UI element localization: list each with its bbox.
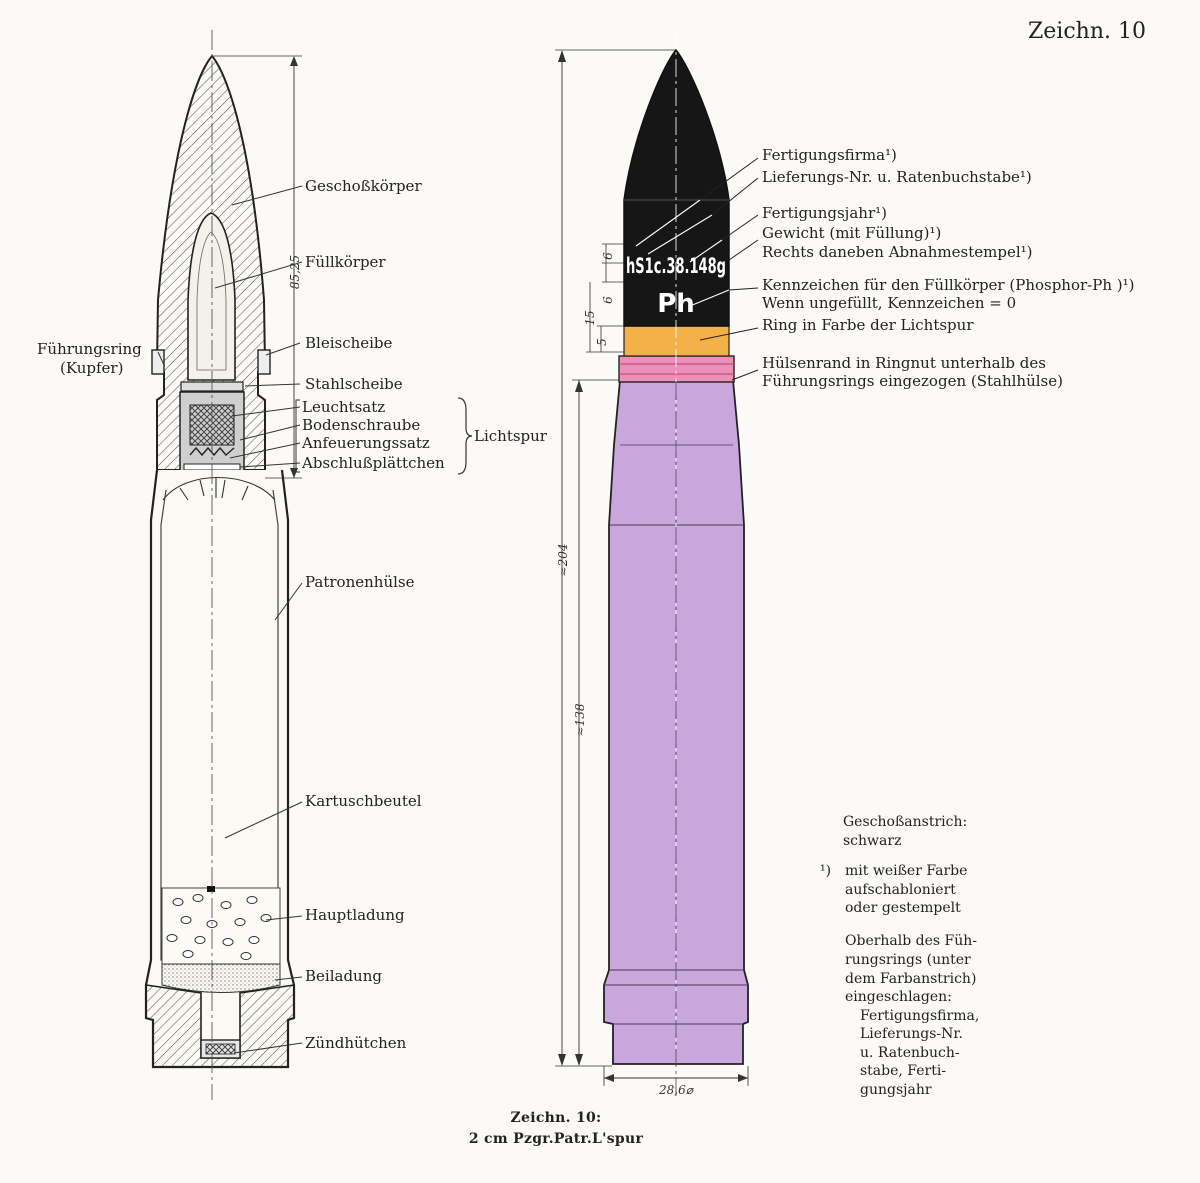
label-abnahmestempel: Rechts daneben Abnahmestempel¹)	[762, 243, 1032, 261]
note-oberhalb-9: gungsjahr	[860, 1082, 932, 1098]
dim-marking-6a: 6	[601, 252, 615, 260]
notes: Geschoßanstrich: schwarz ¹) mit weißer F…	[820, 814, 979, 1098]
note-footnote-2: aufschabloniert	[845, 882, 956, 898]
dim-marking-6b: 6	[601, 296, 615, 304]
dim-rim-diameter: 28,6⌀	[658, 1083, 695, 1097]
label-stahlscheibe: Stahlscheibe	[305, 375, 403, 393]
dim-total-length: ≈204	[556, 544, 570, 577]
exterior-view: hS1c.38.148g Ph ≈204 ≈138 6 6 15 5	[555, 30, 1134, 1100]
caption-subtitle: 2 cm Pzgr.Patr.L'spur	[469, 1131, 644, 1147]
caption-title: Zeichn. 10:	[510, 1110, 601, 1126]
label-hauptladung: Hauptladung	[305, 906, 405, 924]
lichtspur-brace	[457, 397, 473, 475]
label-beiladung: Beiladung	[305, 967, 382, 985]
note-oberhalb-3: dem Farbanstrich)	[845, 971, 976, 987]
label-gewicht: Gewicht (mit Füllung)¹)	[762, 224, 941, 242]
label-kartuschbeutel: Kartuschbeutel	[305, 792, 422, 810]
label-fuehrungsring: Führungsring	[37, 340, 142, 358]
label-patronenhuelse: Patronenhülse	[305, 573, 415, 591]
label-lichtspur: Lichtspur	[474, 427, 548, 445]
note-oberhalb-8: stabe, Ferti-	[860, 1063, 946, 1079]
label-huelsenrand: Hülsenrand in Ringnut unterhalb des	[762, 354, 1046, 372]
label-geschosskoerper: Geschoßkörper	[305, 177, 422, 195]
label-lieferungs-nr: Lieferungs-Nr. u. Ratenbuchstabe¹)	[762, 168, 1032, 186]
dim-marking-15: 15	[583, 310, 597, 325]
label-kennzeichen-ungefuellt: Wenn ungefüllt, Kennzeichen = 0	[762, 294, 1016, 312]
note-footnote-1: mit weißer Farbe	[845, 863, 967, 879]
note-anstrich: Geschoßanstrich:	[843, 814, 967, 830]
label-huelsenrand-2: Führungsrings eingezogen (Stahlhülse)	[762, 372, 1063, 390]
driving-band	[151, 349, 165, 375]
note-footnote-3: oder gestempelt	[845, 900, 961, 916]
label-fuehrungsring-material: (Kupfer)	[60, 359, 123, 377]
note-anstrich-color: schwarz	[843, 833, 901, 849]
label-bleischeibe: Bleischeibe	[305, 334, 393, 352]
label-leuchtsatz: Leuchtsatz	[302, 398, 385, 416]
powder-bag-top	[162, 476, 276, 501]
label-anfeuerungssatz: Anfeuerungssatz	[301, 434, 430, 452]
note-oberhalb-7: u. Ratenbuch-	[860, 1045, 960, 1061]
note-footnote-mark: ¹)	[820, 863, 831, 879]
label-fuellkoerper: Füllkörper	[305, 253, 386, 271]
label-ring: Ring in Farbe der Lichtspur	[762, 316, 974, 334]
dim-marking-5: 5	[595, 338, 609, 346]
dim-projectile-length: 85,25	[288, 255, 302, 289]
filler-cavity	[187, 212, 236, 381]
note-oberhalb-4: eingeschlagen:	[845, 989, 952, 1005]
label-fertigungsfirma: Fertigungsfirma¹)	[762, 146, 897, 164]
page-label: Zeichn. 10	[1028, 19, 1146, 44]
note-oberhalb-1: Oberhalb des Füh-	[845, 933, 977, 949]
label-fertigungsjahr: Fertigungsjahr¹)	[762, 204, 887, 222]
sectional-view: 85,25 Geschoßkörper Füllkörper Führungsr…	[37, 30, 548, 1100]
dim-case-length: ≈138	[573, 703, 587, 736]
label-kennzeichen: Kennzeichen für den Füllkörper (Phosphor…	[762, 276, 1134, 294]
label-bodenschraube: Bodenschraube	[302, 416, 420, 434]
note-oberhalb-6: Lieferungs-Nr.	[860, 1026, 963, 1042]
note-oberhalb-5: Fertigungsfirma,	[860, 1008, 979, 1024]
supplementary-charge	[161, 963, 281, 993]
label-zuendhuetchen: Zündhütchen	[305, 1034, 407, 1052]
label-abschlussplaettchen: Abschlußplättchen	[301, 454, 445, 472]
main-charge	[161, 887, 281, 965]
note-oberhalb-2: rungsrings (unter	[845, 952, 971, 968]
